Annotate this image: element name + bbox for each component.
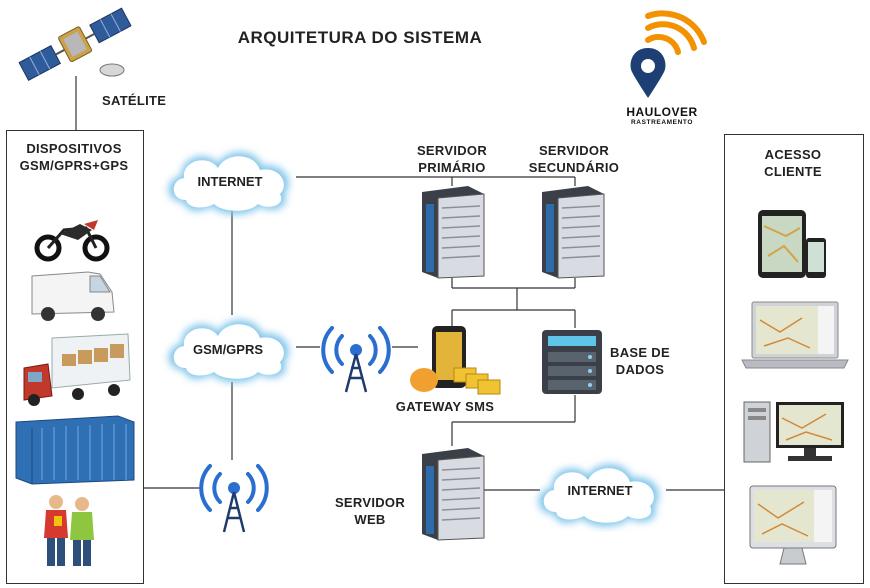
monitor-icon (749, 485, 837, 565)
client-title-line1: ACESSO (764, 147, 822, 162)
internet-cloud-bottom-label: INTERNET (568, 483, 633, 498)
container-icon (15, 415, 135, 485)
web-server-label-line1: SERVIDOR (334, 495, 406, 510)
database-label-line2: DADOS (615, 362, 665, 377)
internet-cloud-bottom: INTERNET (538, 464, 659, 527)
secondary-server-label-line1: SERVIDOR (538, 143, 610, 158)
web-server-icon (422, 448, 485, 541)
gsm-gprs-cloud-label: GSM/GPRS (193, 342, 263, 357)
primary-server-label-line2: PRIMÁRIO (418, 160, 486, 175)
antenna-gsm-icon (321, 326, 391, 393)
internet-cloud-top-label: INTERNET (198, 174, 263, 189)
database-label-line1: BASE DE (610, 345, 670, 360)
database-icon (542, 330, 602, 394)
page-title: ARQUITETURA DO SISTEMA (237, 28, 483, 47)
satellite-icon (18, 7, 132, 81)
satellite-label: SATÉLITE (102, 93, 167, 108)
logo-tagline: RASTREAMENTO (631, 119, 693, 126)
motorcycle-icon (34, 220, 110, 262)
haulover-logo-icon (630, 10, 707, 98)
laptop-icon (741, 301, 849, 369)
gateway-sms-icon (410, 326, 501, 395)
truck-icon (23, 333, 131, 406)
desktop-pc-icon (743, 401, 844, 463)
devices-title-line2: GSM/GPRS+GPS (19, 158, 129, 173)
gsm-gprs-cloud: GSM/GPRS (168, 320, 289, 383)
internet-cloud-top: INTERNET (168, 152, 289, 215)
web-server-label-line2: WEB (354, 512, 386, 527)
secondary-server-label-line2: SECUNDÁRIO (528, 160, 620, 175)
primary-server-label-line1: SERVIDOR (416, 143, 488, 158)
people-icon (44, 495, 94, 566)
primary-server-icon (422, 186, 485, 279)
client-title-line2: CLIENTE (764, 164, 822, 179)
tablet-phone-icon (758, 210, 826, 278)
van-icon (31, 271, 115, 321)
logo-name: HAULOVER (626, 105, 698, 119)
secondary-server-icon (542, 186, 605, 279)
antenna-devices-icon (199, 464, 269, 533)
devices-title-line1: DISPOSITIVOS (26, 141, 122, 156)
gateway-sms-label: GATEWAY SMS (395, 399, 495, 414)
